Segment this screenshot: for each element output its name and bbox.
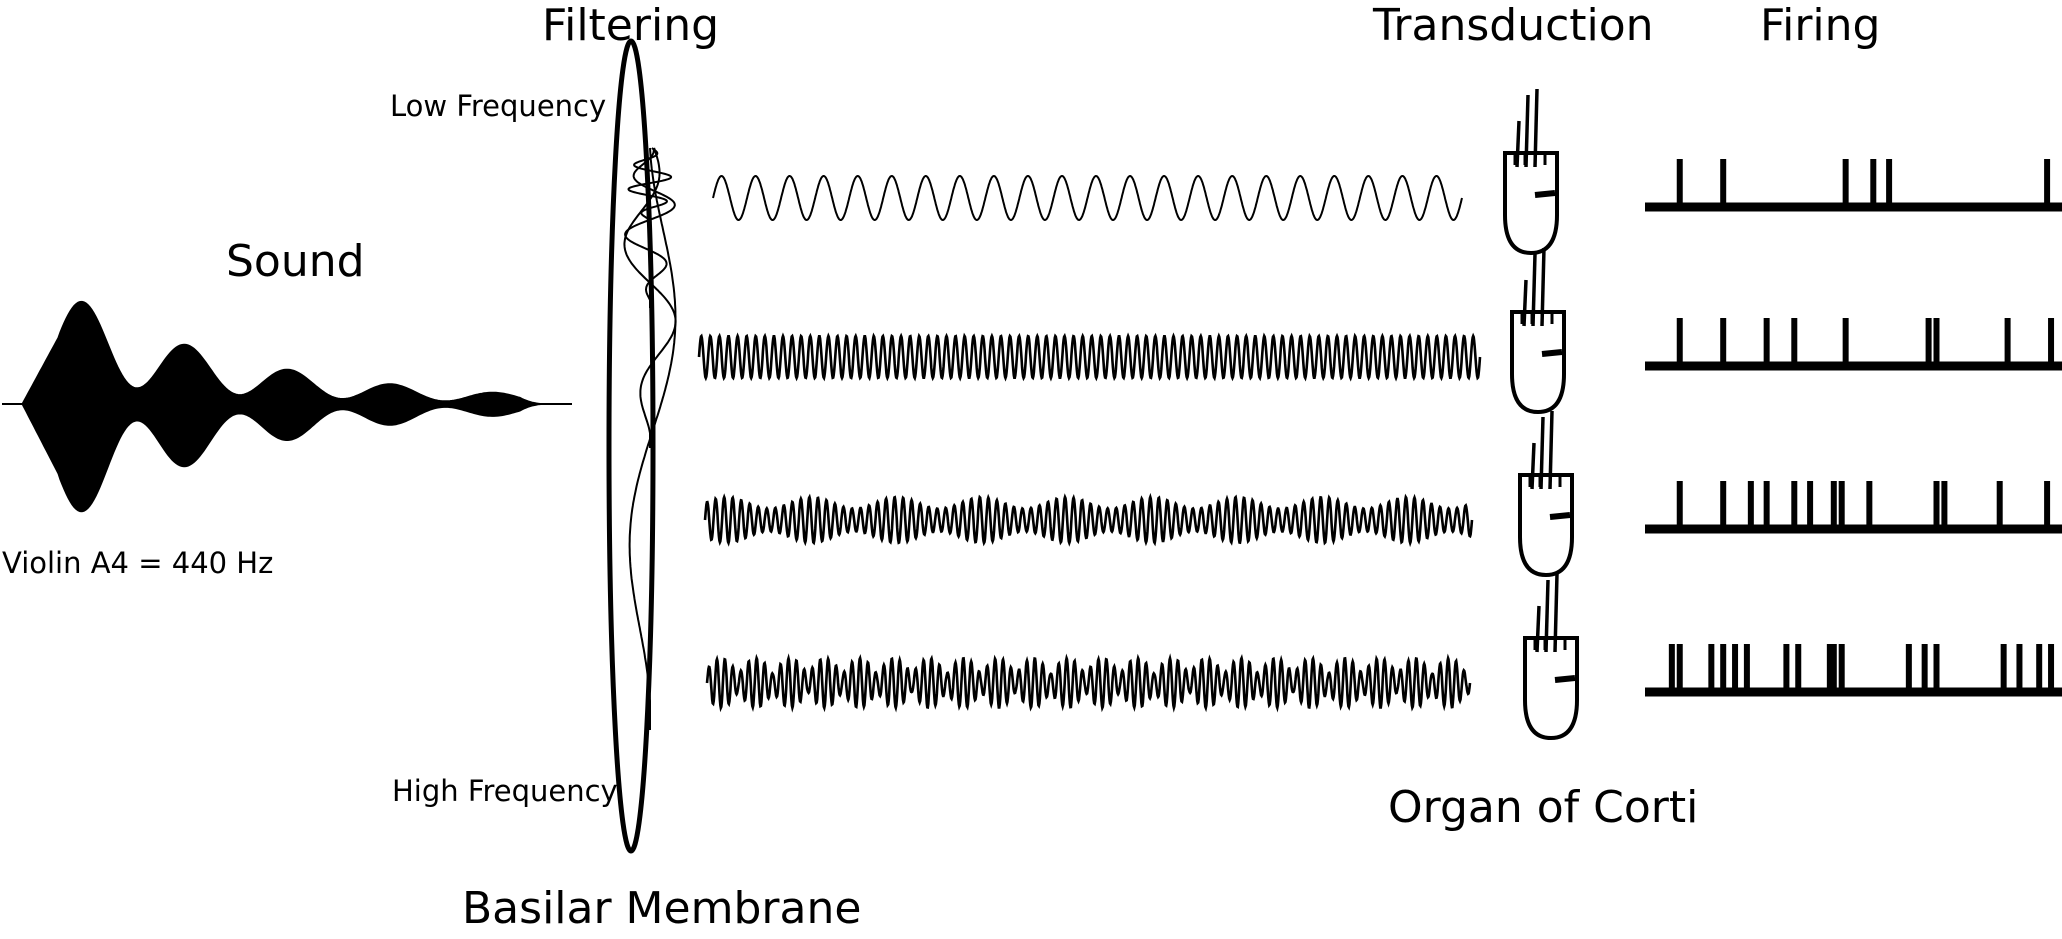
violin-label: Violin A4 = 440 Hz <box>2 546 274 580</box>
hair-cell-low <box>1503 88 1559 256</box>
filtered-waves <box>697 174 1482 713</box>
spike-train-high <box>1645 644 2062 697</box>
organ-of-corti-label: Organ of Corti <box>1388 782 1699 833</box>
firing-heading: Firing <box>1760 0 1881 51</box>
filtered-wave-mid-high <box>703 492 1474 548</box>
hair-cell-high <box>1523 573 1579 741</box>
filtered-wave-mid-low <box>697 332 1482 382</box>
basilar-membrane-label: Basilar Membrane <box>462 883 862 934</box>
spike-train-mid-high <box>1645 481 2062 534</box>
filtered-wave-low <box>712 174 1463 222</box>
membrane-standing-waves <box>623 147 677 730</box>
high-frequency-label: High Frequency <box>392 774 618 808</box>
hair-cell-mid-low <box>1510 247 1566 415</box>
spike-train-low <box>1645 159 2062 212</box>
filtered-wave-high <box>705 653 1472 713</box>
sound-waveform <box>21 300 547 513</box>
membrane-wave-2 <box>623 147 677 448</box>
hair-cell-mid-high <box>1518 410 1574 578</box>
spike-trains <box>1645 159 2062 697</box>
basilar-membrane <box>606 38 656 854</box>
low-frequency-label: Low Frequency <box>390 89 607 123</box>
transduction-heading: Transduction <box>1373 0 1654 51</box>
sound-heading: Sound <box>226 236 365 287</box>
membrane-wave-4 <box>627 147 673 228</box>
filtering-heading: Filtering <box>542 0 720 51</box>
membrane-wave-3 <box>624 147 676 308</box>
hair-cells <box>1503 88 1579 741</box>
spike-train-mid-low <box>1645 318 2062 371</box>
